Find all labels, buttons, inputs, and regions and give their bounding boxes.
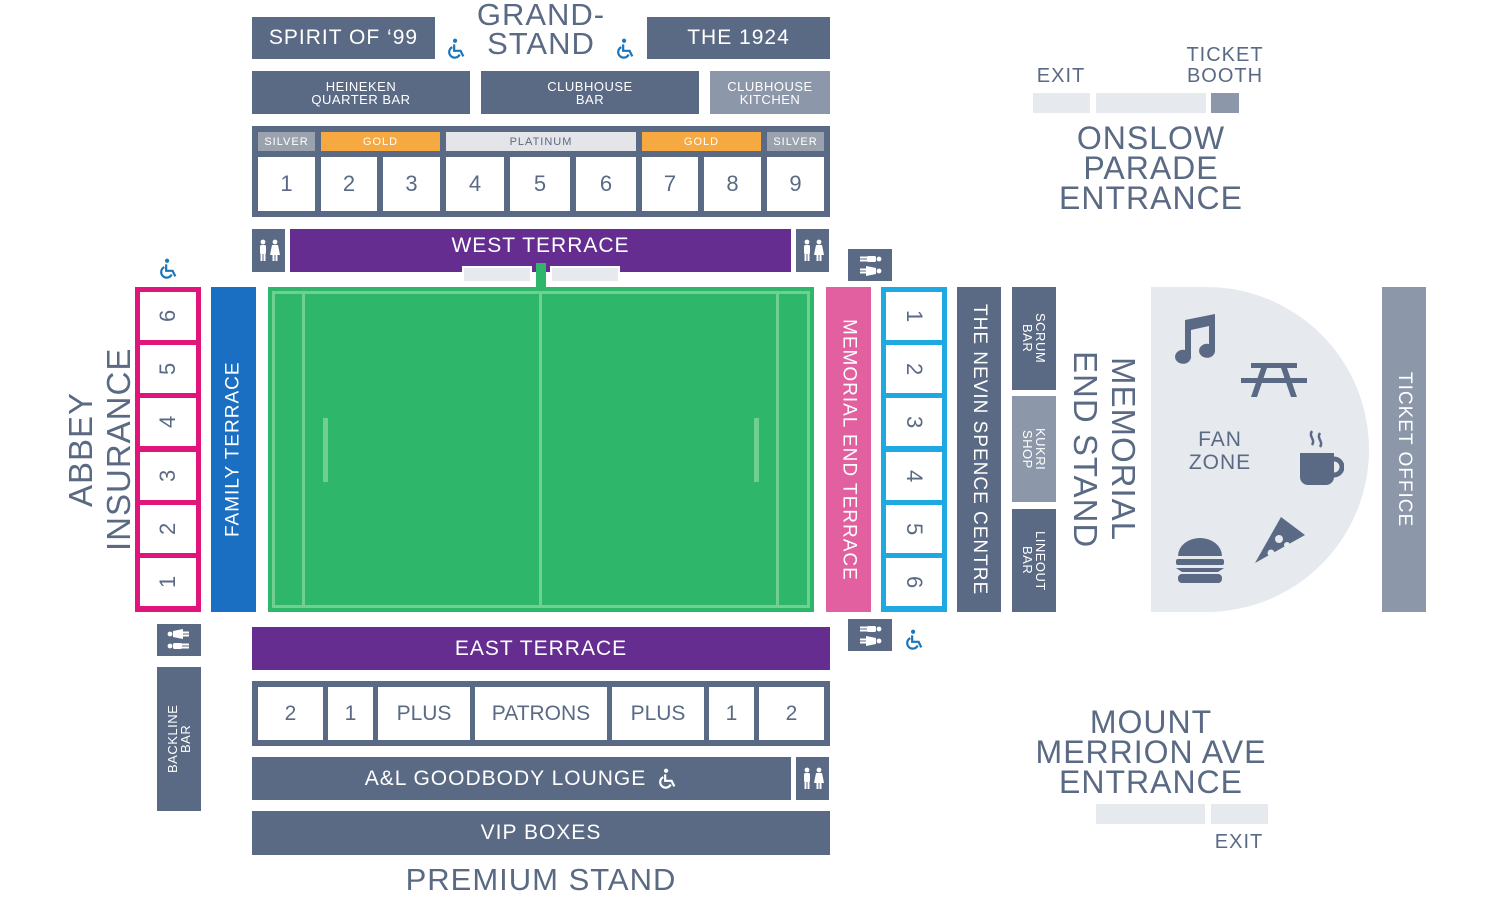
vip-boxes[interactable]: VIP BOXES: [252, 811, 830, 855]
abbey-section[interactable]: 5: [140, 345, 196, 393]
tier-silver: SILVER: [258, 132, 315, 151]
onslow-exit-label: EXIT: [1036, 65, 1086, 87]
tunnel-divider: [536, 263, 546, 289]
lineout-bar[interactable]: LINEOUT BAR: [1012, 509, 1056, 612]
onslow-parade-entrance: ONSLOW PARADE ENTRANCE: [1058, 120, 1243, 216]
wheelchair-icon: [156, 257, 180, 281]
ticket-booth-label: TICKET BOOTH: [1186, 44, 1264, 87]
grandstand-title: GRAND- STAND: [476, 0, 606, 61]
grandstand-section[interactable]: 9: [767, 157, 824, 211]
coffee-cup-icon: [1295, 428, 1345, 490]
memorial-end-stand-title: MEMORIAL END STAND: [1067, 350, 1142, 549]
nevin-spence-centre[interactable]: THE NEVIN SPENCE CENTRE: [957, 287, 1001, 612]
heineken-quarter-bar[interactable]: HEINEKEN QUARTER BAR: [252, 71, 470, 114]
premium-section[interactable]: PLUS: [378, 687, 470, 740]
memorial-section[interactable]: 5: [886, 505, 942, 553]
wheelchair-icon: [444, 37, 468, 61]
west-terrace[interactable]: WEST TERRACE: [290, 229, 791, 272]
goal-posts: [323, 418, 328, 482]
tunnel-right: [550, 266, 620, 283]
abbey-section[interactable]: 3: [140, 452, 196, 500]
clubhouse-kitchen[interactable]: CLUBHOUSE KITCHEN: [710, 71, 830, 114]
picnic-table-icon: [1238, 358, 1310, 400]
grandstand-section[interactable]: 7: [642, 157, 698, 211]
premium-section[interactable]: 2: [258, 687, 323, 740]
mount-merrion-entrance-gate[interactable]: [1096, 804, 1205, 824]
tier-platinum: PLATINUM: [446, 132, 636, 151]
wheelchair-icon: [613, 37, 637, 61]
abbey-stand-seating: [135, 287, 201, 612]
pitch-line: [302, 291, 305, 608]
spirit-of-99[interactable]: SPIRIT OF ‘99: [252, 17, 435, 59]
memorial-section[interactable]: 3: [886, 398, 942, 446]
kukri-shop[interactable]: KUKRI SHOP: [1012, 396, 1056, 502]
grandstand-section[interactable]: 1: [258, 157, 315, 211]
music-icon: [1170, 310, 1220, 365]
tier-silver: SILVER: [767, 132, 824, 151]
premium-section[interactable]: 2: [759, 687, 824, 740]
abbey-section[interactable]: 1: [140, 558, 196, 606]
grandstand-section[interactable]: 6: [576, 157, 636, 211]
memorial-section[interactable]: 6: [886, 558, 942, 606]
grandstand-section[interactable]: 5: [510, 157, 570, 211]
grandstand-section[interactable]: 4: [446, 157, 504, 211]
abbey-section[interactable]: 4: [140, 398, 196, 446]
wheelchair-icon: [902, 628, 926, 652]
grandstand-section[interactable]: 8: [704, 157, 761, 211]
premium-section[interactable]: PATRONS: [475, 687, 607, 740]
clubhouse-bar[interactable]: CLUBHOUSE BAR: [481, 71, 699, 114]
memorial-section[interactable]: 4: [886, 452, 942, 500]
mount-merrion-exit-gate[interactable]: [1211, 804, 1268, 824]
mount-merrion-ave-entrance: MOUNT MERRION AVE ENTRANCE: [1035, 704, 1267, 800]
toilets-icon[interactable]: [848, 619, 892, 651]
memorial-section[interactable]: 1: [886, 292, 942, 340]
toilets-icon[interactable]: [252, 229, 285, 272]
toilets-icon[interactable]: [848, 249, 892, 281]
scrum-bar[interactable]: SCRUM BAR: [1012, 287, 1056, 390]
toilets-icon[interactable]: [796, 757, 829, 800]
grandstand-section[interactable]: 3: [383, 157, 440, 211]
tier-gold: GOLD: [642, 132, 761, 151]
toilets-icon[interactable]: [796, 229, 829, 272]
wheelchair-icon: [656, 768, 678, 790]
al-goodbody-lounge[interactable]: A&L GOODBODY LOUNGE: [252, 757, 791, 800]
premium-section[interactable]: 1: [709, 687, 754, 740]
grandstand-section[interactable]: 2: [321, 157, 377, 211]
family-terrace[interactable]: FAMILY TERRACE: [211, 287, 256, 612]
memorial-stand-seating: [881, 287, 947, 612]
ticket-booth[interactable]: [1211, 93, 1239, 113]
goal-posts: [754, 418, 759, 482]
pitch-line: [776, 291, 779, 608]
abbey-section[interactable]: 6: [140, 292, 196, 340]
memorial-section[interactable]: 2: [886, 345, 942, 393]
premium-section[interactable]: 1: [328, 687, 373, 740]
onslow-entrance-gate[interactable]: [1096, 93, 1206, 113]
ticket-office[interactable]: TICKET OFFICE: [1382, 287, 1426, 612]
tunnel-left: [462, 266, 532, 283]
the-1924[interactable]: THE 1924: [647, 17, 830, 59]
abbey-section[interactable]: 2: [140, 505, 196, 553]
mount-merrion-exit-label: EXIT: [1214, 831, 1264, 853]
onslow-exit-gate[interactable]: [1033, 93, 1090, 113]
toilets-icon[interactable]: [157, 624, 201, 656]
lounge-label: A&L GOODBODY LOUNGE: [364, 766, 647, 790]
pizza-slice-icon: [1250, 512, 1310, 568]
east-terrace[interactable]: EAST TERRACE: [252, 627, 830, 670]
backline-bar[interactable]: BACKLINE BAR: [157, 667, 201, 811]
pitch-line: [539, 291, 542, 608]
premium-stand-title: PREMIUM STAND: [405, 862, 677, 897]
burger-icon: [1173, 535, 1227, 585]
premium-section[interactable]: PLUS: [612, 687, 704, 740]
fan-zone-label: FAN ZONE: [1188, 428, 1252, 474]
tier-gold: GOLD: [321, 132, 440, 151]
memorial-end-terrace[interactable]: MEMORIAL END TERRACE: [826, 287, 871, 612]
